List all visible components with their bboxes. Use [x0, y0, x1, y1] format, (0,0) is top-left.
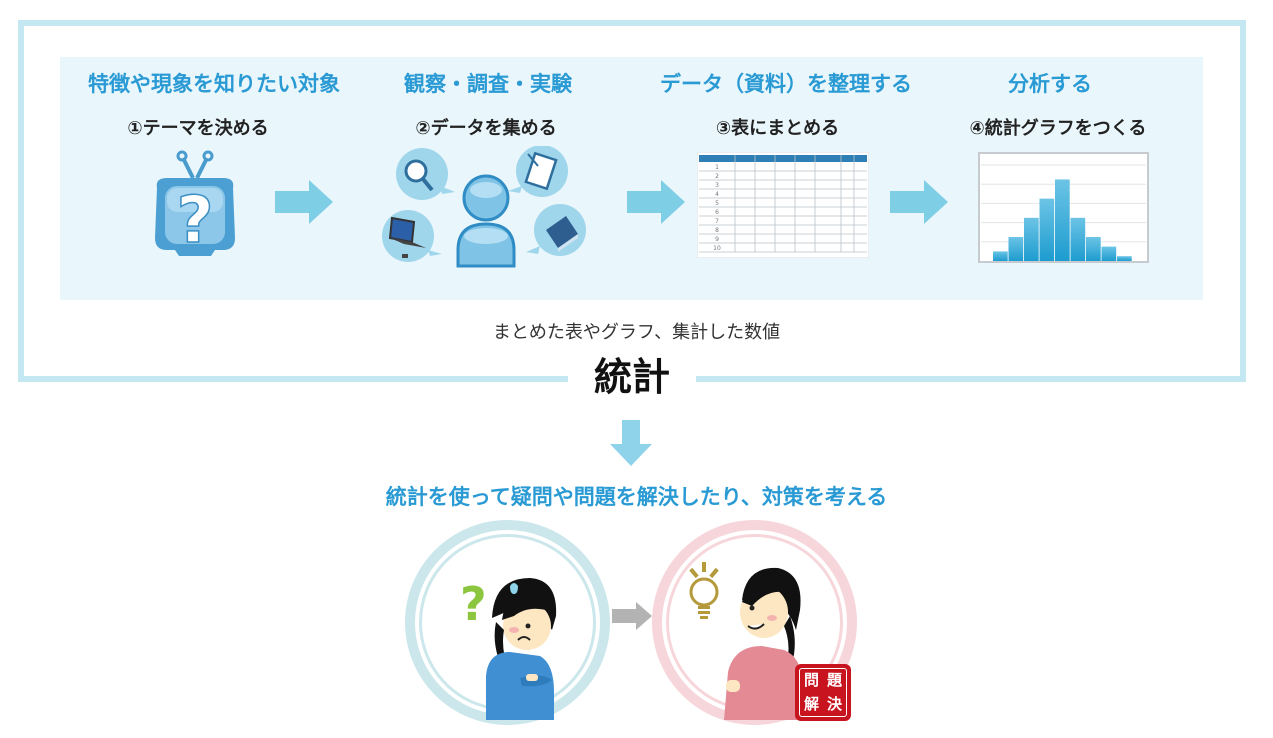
svg-text:6: 6: [715, 209, 719, 216]
worried-girl-icon: ?: [460, 577, 557, 720]
svg-text:1: 1: [715, 164, 719, 171]
svg-text:4: 4: [715, 191, 719, 198]
tv-question-icon: ?: [155, 150, 235, 259]
svg-text:2: 2: [715, 173, 719, 180]
badge-char: 決: [826, 694, 842, 713]
person-data-collection-icon: [382, 146, 586, 268]
step-4-label: ④統計グラフをつくる: [969, 118, 1147, 139]
histogram-icon: [978, 152, 1149, 263]
histogram-bar: [1086, 237, 1101, 261]
step-3-heading: データ（資料）を整理する: [660, 72, 912, 96]
svg-text:8: 8: [715, 227, 719, 234]
svg-text:?: ?: [176, 184, 213, 258]
histogram-bar: [1117, 256, 1132, 261]
step-2-label: ②データを集める: [415, 118, 557, 139]
histogram-bar: [1101, 246, 1117, 261]
arrow-right-icon: [627, 180, 685, 224]
badge-char: 解: [803, 694, 819, 713]
badge-char: 問: [803, 671, 819, 689]
problem-solved-badge: 問 題 解 決: [795, 664, 851, 721]
histogram-bar: [1008, 237, 1024, 261]
histogram-bar: [1039, 198, 1055, 261]
summary-caption: まとめた表やグラフ、集計した数値: [492, 322, 781, 343]
smiling-girl-lightbulb-icon: [689, 562, 803, 720]
lightbulb-icon: [689, 562, 719, 619]
svg-text:10: 10: [713, 245, 721, 252]
svg-text:5: 5: [715, 200, 719, 207]
data-table-icon: 1 2 3 4 5 6 7 8 9 10: [697, 152, 869, 258]
conclusion-heading: 統計を使って疑問や問題を解決したり、対策を考える: [385, 485, 888, 509]
badge-char: 題: [826, 671, 842, 689]
arrow-right-icon: [612, 602, 652, 630]
arrow-right-icon: [890, 180, 948, 224]
step-1-label: ①テーマを決める: [127, 118, 269, 139]
histogram-bar: [1055, 179, 1070, 261]
histogram-bar: [1070, 217, 1086, 261]
arrow-right-icon: [275, 180, 333, 224]
step-3-label: ③表にまとめる: [715, 118, 840, 139]
svg-text:9: 9: [715, 236, 719, 243]
histogram-bar: [993, 251, 1008, 261]
svg-text:7: 7: [715, 218, 719, 225]
question-mark-icon: ?: [460, 577, 487, 631]
histogram-bar: [1024, 217, 1039, 261]
arrow-down-icon: [610, 420, 652, 466]
step-4-heading: 分析する: [1008, 72, 1092, 96]
step-2-heading: 観察・調査・実験: [404, 72, 572, 96]
step-1-heading: 特徴や現象を知りたい対象: [88, 72, 340, 96]
svg-text:3: 3: [715, 182, 719, 189]
statistics-label: 統計: [568, 350, 696, 404]
